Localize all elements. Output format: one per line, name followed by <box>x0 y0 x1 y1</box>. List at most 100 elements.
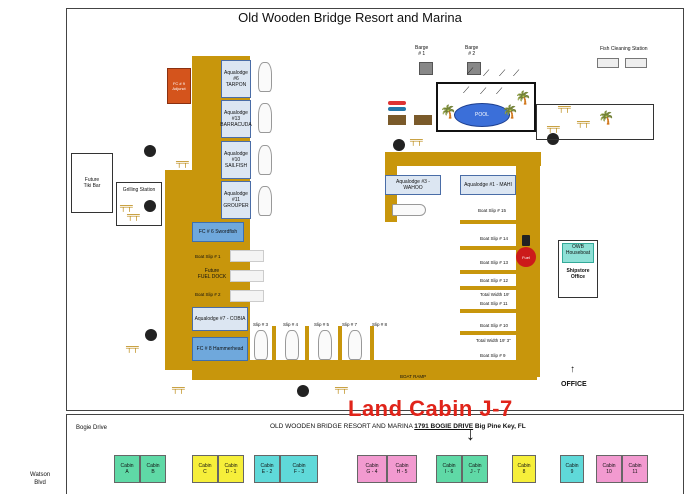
cabin-i-6[interactable]: Cabin I - 6 <box>436 455 462 483</box>
office-label: OFFICE <box>561 381 587 388</box>
cabin-a[interactable]: Cabin A <box>114 455 140 483</box>
cabin-11[interactable]: Cabin 11 <box>622 455 648 483</box>
slip-5: Slip # 5 <box>314 322 330 327</box>
fc8-hammerhead[interactable]: FC # 8 Hammerhead <box>192 337 248 361</box>
shipstore-building <box>558 240 598 298</box>
owb-houseboat[interactable]: OWB Houseboat <box>562 243 594 263</box>
boat-slip-13: Boat Slip # 13 <box>480 260 509 265</box>
aqualodge-10-sailfish[interactable]: Aqualodge #10 SAILFISH <box>221 141 251 179</box>
aqualodge-13-label: Aqualodge #13 BARRACUDA <box>220 109 252 129</box>
barge-2[interactable] <box>467 62 481 75</box>
boat-slip-12: Boat Slip # 12 <box>480 278 509 283</box>
boat-icon <box>258 62 272 92</box>
office-arrow-icon: ↑ <box>570 364 575 375</box>
aqualodge-1-mahi[interactable]: Aqualodge #1 - MAHI <box>460 175 516 195</box>
fish-cleaning-table <box>597 58 619 68</box>
cabin-10[interactable]: Cabin 10 <box>596 455 622 483</box>
boat-icon <box>258 186 272 216</box>
aqualodge-13-barracuda[interactable]: Aqualodge #13 BARRACUDA <box>220 100 252 138</box>
grilling-station-label: Grilling Station <box>122 187 156 193</box>
cabin-label: Cabin F - 3 <box>292 462 306 476</box>
aqualodge-3-wahoo[interactable]: Aqualodge #3 - WAHOO <box>385 175 441 195</box>
boat-slip-14: Boat Slip # 14 <box>480 236 509 241</box>
aqualodge-11-grouper[interactable]: Aqualodge #11 GROUPER <box>221 181 251 219</box>
grill-icon <box>144 145 156 157</box>
cabin-f-3[interactable]: Cabin F - 3 <box>280 455 318 483</box>
lounge-chair-icon: ⟋ <box>496 86 503 96</box>
fc9-adjunct[interactable]: FC # 9 Adjunct <box>167 68 191 104</box>
cabin-label: Cabin G - 4 <box>365 462 379 476</box>
left-dock-stub <box>165 170 195 370</box>
cabin-label: Cabin 8 <box>517 462 531 476</box>
cabin-h-5[interactable]: Cabin H - 5 <box>387 455 417 483</box>
boat-slip-9: Boat Slip # 9 <box>480 353 506 358</box>
land-cabin-annotation: Land Cabin J-7 <box>348 396 513 421</box>
picnic-table-icon: ╤╤ <box>176 157 189 167</box>
kayak-rack <box>388 115 406 125</box>
aqualodge-3-label: Aqualodge #3 - WAHOO <box>396 178 430 191</box>
map-title: Old Wooden Bridge Resort and Marina <box>238 10 462 25</box>
cabins-frame <box>66 414 684 494</box>
lounge-chair-icon: ⟋ <box>480 86 487 96</box>
pool[interactable]: POOL <box>454 103 510 127</box>
center-slip-finger <box>370 326 374 362</box>
right-dock-top <box>385 152 541 166</box>
cabin-d-1[interactable]: Cabin D - 1 <box>218 455 244 483</box>
palm-tree-icon: 🌴 <box>515 90 532 105</box>
kayak-rack <box>414 115 432 125</box>
cabin-e-2[interactable]: Cabin E - 2 <box>254 455 280 483</box>
fc6-swordfish[interactable]: FC # 6 Swordfish <box>192 222 244 242</box>
cabin-label: Cabin 9 <box>565 462 579 476</box>
total-width-note: Total Width 19' <box>480 292 510 297</box>
grill-icon <box>297 385 309 397</box>
picnic-table-icon: ╤╤ <box>120 201 133 211</box>
aqualodge-6-label: Aqualodge #6 TARPON <box>224 69 248 89</box>
boat-icon <box>318 330 332 360</box>
fuel-tank[interactable]: Fuel <box>516 247 536 267</box>
aqualodge-6-tarpon[interactable]: Aqualodge #6 TARPON <box>221 60 251 98</box>
pool-area <box>436 82 536 132</box>
aqualodge-11-label: Aqualodge #11 GROUPER <box>223 190 249 210</box>
fuel-label: Fuel <box>522 254 530 260</box>
cabin-j-7[interactable]: Cabin J - 7 <box>462 455 488 483</box>
center-slip-finger <box>305 326 309 362</box>
grill-icon <box>393 139 405 151</box>
bottom-walkway <box>192 360 537 380</box>
fc8-label: FC # 8 Hammerhead <box>196 346 244 352</box>
cabin-8[interactable]: Cabin 8 <box>512 455 536 483</box>
cabin-label: Cabin 11 <box>628 462 642 476</box>
address-street: 1791 BOGIE DRIVE <box>414 423 474 430</box>
cabin-label: Cabin A <box>120 462 134 476</box>
shipstore-office[interactable]: Shipstore Office <box>566 268 590 281</box>
total-width-note: Total Width 19' 3" <box>476 338 511 343</box>
fish-cleaning-label: Fish Cleaning Station <box>600 46 648 52</box>
aqualodge-7-cobia[interactable]: Aqualodge #7 - COBIA <box>192 307 248 331</box>
cabin-b[interactable]: Cabin B <box>140 455 166 483</box>
boat-icon <box>348 330 362 360</box>
kayak-icon <box>388 101 406 105</box>
kayak-icon <box>388 107 406 111</box>
cabin-g-4[interactable]: Cabin G - 4 <box>357 455 387 483</box>
slip-8: Slip # 8 <box>372 322 388 327</box>
fish-cleaning-table <box>625 58 647 68</box>
address-city: Big Pine Key, FL <box>473 423 526 430</box>
cabin-c[interactable]: Cabin C <box>192 455 218 483</box>
slip-finger <box>460 270 516 274</box>
grilling-station[interactable]: Grilling Station <box>116 182 162 226</box>
aqualodge-7-label: Aqualodge #7 - COBIA <box>194 315 246 322</box>
boat-icon <box>392 204 426 216</box>
lounge-chair-icon: ⟋ <box>463 85 470 95</box>
boat-ramp: BOAT RAMP <box>400 374 427 379</box>
annotation-arrow-icon: ↓ <box>466 424 475 444</box>
fc6-label: FC # 6 Swordfish <box>198 229 238 235</box>
cabin-label: Cabin C <box>198 462 212 476</box>
future-tiki-bar[interactable]: Future Tiki Bar <box>71 153 113 213</box>
cabin-label: Cabin J - 7 <box>468 462 482 476</box>
lounge-chair-icon: ⟋ <box>513 68 520 78</box>
palm-tree-icon: 🌴 <box>440 104 457 119</box>
barge-1[interactable] <box>419 62 433 75</box>
slip-finger <box>460 309 516 313</box>
boat-icon <box>285 330 299 360</box>
cabin-9[interactable]: Cabin 9 <box>560 455 584 483</box>
slip-finger <box>460 286 516 290</box>
